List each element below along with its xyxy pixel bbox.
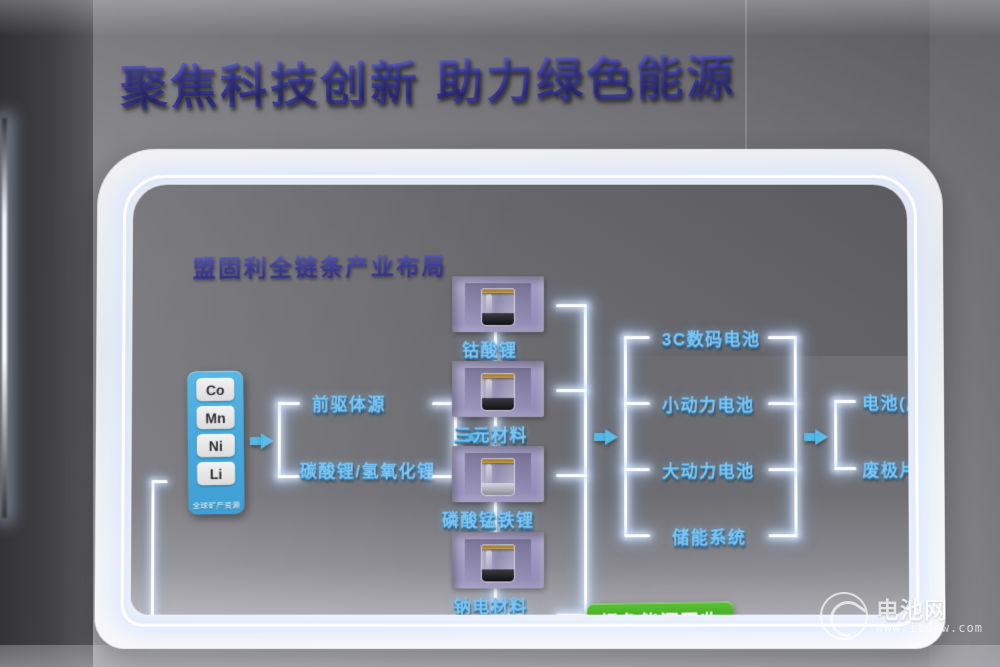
arrow-materials-to-apps-tail xyxy=(594,433,605,441)
arrow-source-to-precursor xyxy=(261,433,274,449)
product-layout-board: 盟固利全链条产业布局 Co Mn Ni Li 全球矿产资源 前驱体源 碳酸锂/氢… xyxy=(94,149,945,649)
element-chip-co: Co xyxy=(196,378,234,402)
materials-close-branch-3 xyxy=(556,474,587,477)
element-chip-ni: Ni xyxy=(197,434,235,458)
arrow-materials-to-apps xyxy=(605,429,618,445)
material-label-3: 磷酸锰铁锂 xyxy=(442,506,535,531)
applications-close-branch-3 xyxy=(768,468,797,471)
applications-close-branch-2 xyxy=(768,402,797,405)
applications-branch-3 xyxy=(624,468,650,471)
arrow-source-to-precursor-tail xyxy=(250,437,261,445)
precursor-bracket-bottom xyxy=(278,475,300,478)
material-display-niche-2 xyxy=(452,361,544,417)
element-chip-mn: Mn xyxy=(196,406,234,430)
sample-jar-icon xyxy=(481,288,515,326)
jar-highlight xyxy=(486,464,492,486)
application-label-3: 大动力电池 xyxy=(662,457,755,482)
green-energy-recycling-badge: 绿色能源回收 xyxy=(587,602,734,615)
jar-lid-icon xyxy=(481,288,515,293)
arrow-apps-to-recycling xyxy=(815,429,828,445)
precursor-compound-label: 碳酸锂/氢氧化锂 xyxy=(300,457,436,482)
application-label-2: 小动力电池 xyxy=(662,391,755,416)
recycling-input-label-2: 废极片边角料 xyxy=(862,456,909,481)
strip-light-icon xyxy=(2,118,7,518)
application-label-1: 3C数码电池 xyxy=(662,325,761,350)
materials-close-branch-4 xyxy=(556,614,587,615)
recycling-input-label-1: 电池(废弃/失效) xyxy=(862,389,909,414)
material-label-1: 钴酸锂 xyxy=(462,336,517,361)
jar-highlight xyxy=(486,294,492,316)
materials-close-bracket-spine xyxy=(584,304,587,615)
applications-bracket-spine xyxy=(624,336,627,536)
global-mineral-resources-panel: Co Mn Ni Li 全球矿产资源 xyxy=(187,371,244,515)
material-display-niche-4 xyxy=(452,532,544,588)
recycling-loop-left-top xyxy=(152,480,168,483)
materials-close-branch-1 xyxy=(556,304,587,307)
sample-jar-icon xyxy=(481,458,515,496)
precursor-source-label: 前驱体源 xyxy=(312,390,386,415)
source-panel-caption: 全球矿产资源 xyxy=(188,500,244,512)
material-label-2: 三元材料 xyxy=(454,421,528,446)
jar-lid-icon xyxy=(481,458,515,463)
jar-highlight xyxy=(486,550,492,572)
applications-branch-4 xyxy=(624,534,650,537)
sample-jar-icon xyxy=(481,544,515,582)
applications-close-branch-4 xyxy=(769,534,798,537)
application-label-4: 储能系统 xyxy=(672,523,746,548)
recycling-branch-2 xyxy=(834,467,856,470)
wall-left-dark-panel xyxy=(0,0,93,667)
recycling-bracket-spine xyxy=(834,400,837,470)
precursor-bracket-spine xyxy=(278,402,281,478)
materials-close-branch-2 xyxy=(556,389,587,392)
wall-headline: 聚焦科技创新 助力绿色能源 xyxy=(119,38,736,119)
precursor-bracket-top xyxy=(278,402,300,405)
applications-branch-1 xyxy=(624,336,650,339)
applications-branch-2 xyxy=(624,402,650,405)
ceiling-glow xyxy=(0,0,1000,36)
element-chip-li: Li xyxy=(197,462,235,486)
recycling-branch-1 xyxy=(834,400,856,403)
board-inner-surface: 盟固利全链条产业布局 Co Mn Ni Li 全球矿产资源 前驱体源 碳酸锂/氢… xyxy=(131,185,910,615)
jar-lid-icon xyxy=(481,373,515,378)
diagram-title: 盟固利全链条产业布局 xyxy=(193,247,448,284)
jar-lid-icon xyxy=(481,544,515,549)
arrow-apps-to-recycling-tail xyxy=(804,433,815,441)
material-label-4: 钠电材料 xyxy=(454,593,528,615)
applications-close-branch-1 xyxy=(768,336,797,339)
applications-close-bracket-spine xyxy=(794,336,798,536)
sample-jar-icon xyxy=(481,373,515,411)
recycling-loop-left-vertical xyxy=(151,480,155,615)
jar-highlight xyxy=(486,379,492,401)
material-display-niche-3 xyxy=(452,446,544,502)
material-display-niche-1 xyxy=(452,276,544,332)
